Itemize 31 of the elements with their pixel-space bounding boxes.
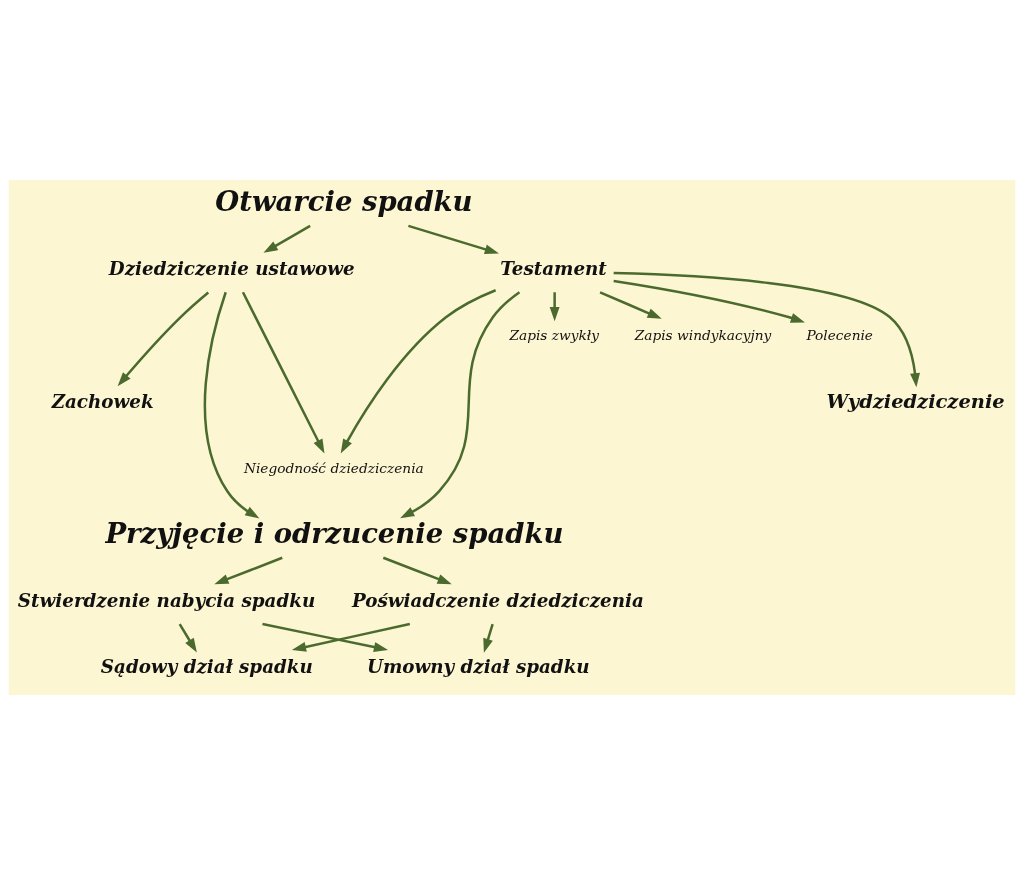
node-text: Polecenie [806,326,873,343]
node-text: Dziedziczenie ustawowe [108,257,355,279]
arrow [613,279,805,323]
arrow [291,622,411,652]
arrow [408,224,499,254]
node-text: Otwarcie spadku [215,184,473,217]
node-text: Wydziedziczenie [826,389,1005,413]
node-text: Stwierdzenie nabycia spadku [17,589,316,611]
arrow [117,291,210,386]
arrow [262,622,389,652]
arrow [178,623,197,652]
node-text: Umowny dział spadku [366,655,590,677]
node-text: Niegodność dziedziczenia [243,459,424,476]
arrow [340,288,497,453]
arrow [263,224,311,253]
arrow [549,291,560,321]
arrow [613,271,920,387]
node-text: Zapis windykacyjny [634,326,772,343]
node-text: Testament [500,257,607,279]
node-text: Przyjęcie i odrzucenie spadku [105,516,564,549]
arrow [599,290,662,319]
node-text: Poświadczenie dziedziczenia [352,589,644,611]
node-text: Zapis zwykły [509,326,599,343]
arrow [214,556,283,584]
arrow [382,556,452,584]
arrow [241,291,325,453]
node-text: Zachowek [51,390,154,412]
arrow [400,290,521,518]
arrow [203,291,260,518]
node-text: Sądowy dział spadku [100,655,313,677]
arrow [483,623,494,653]
